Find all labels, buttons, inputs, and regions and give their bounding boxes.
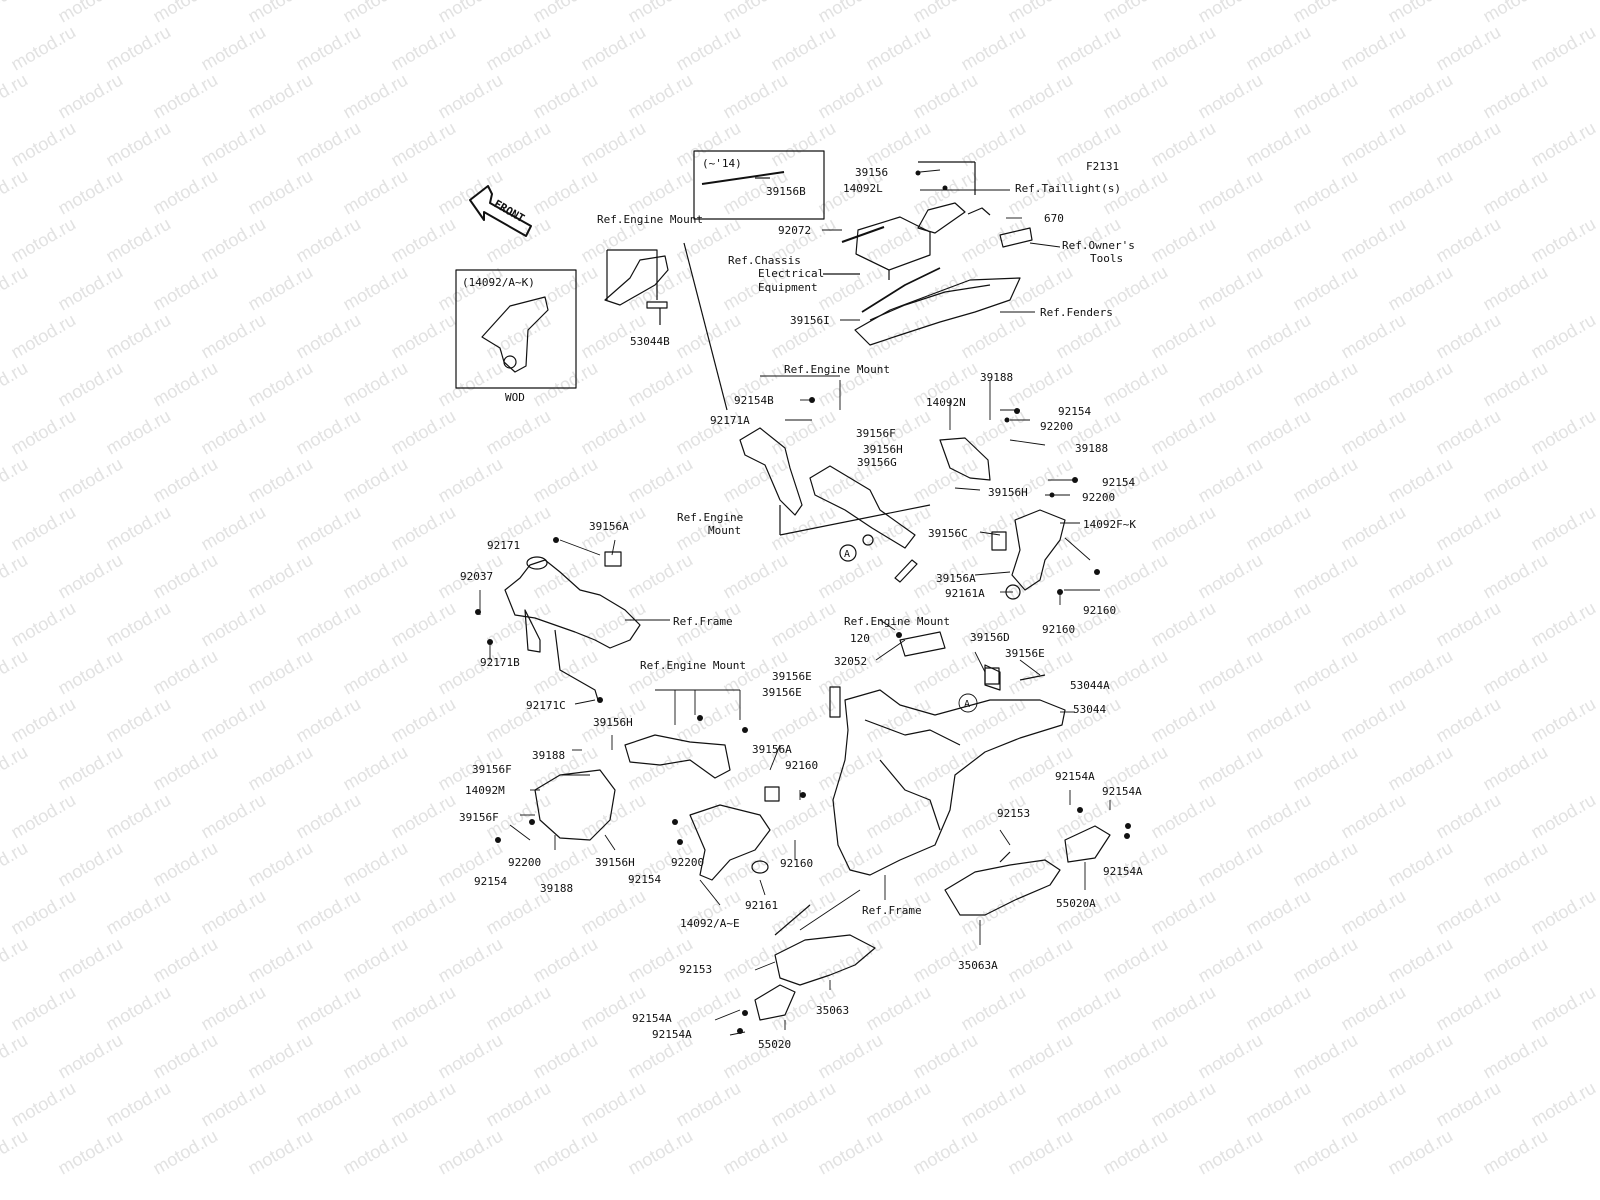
part-callout-p53044B: 53044B [630, 335, 670, 348]
part-callout-p120: 120 [850, 632, 870, 645]
part-callout-p92160b: 92160 [1083, 604, 1117, 617]
part-callout-p53044: 53044 [1073, 703, 1107, 716]
part-callout-p92171A: 92171A [710, 414, 750, 427]
part-callout-p14092L: 14092L [843, 182, 883, 195]
part-callout-p92072: 92072 [778, 224, 812, 237]
part-callout-p92154A_e: 92154A [652, 1028, 692, 1041]
circle-marker-a: A [844, 549, 850, 560]
part-callout-p92200c: 92200 [508, 856, 542, 869]
part-callout-refEngMid: Ref.Engine Mount [784, 363, 890, 376]
part-callout-p35063A: 35063A [958, 959, 998, 972]
part-callout-refEngTop: Ref.Engine Mount [597, 213, 703, 226]
part-callout-p92153b: 92153 [679, 963, 713, 976]
part-callout-p39156D: 39156D [970, 631, 1010, 644]
part-callout-p14092N: 14092N [926, 396, 966, 409]
part-callout-p92160a: 92160 [1042, 623, 1076, 636]
inset-wod-title: (14092/A~K) [462, 276, 535, 289]
part-callout-p39156A_b: 39156A [589, 520, 629, 533]
part-callout-p39156H_a: 39156H [863, 443, 903, 456]
part-callout-p39156C: 39156C [928, 527, 968, 540]
part-callout-p670: 670 [1044, 212, 1064, 225]
part-callout-refEngL2: Mount [708, 524, 742, 537]
part-callout-p92154d: 92154 [628, 873, 662, 886]
part-callout-p39156E_c: 39156E [762, 686, 802, 699]
part-callout-p39188b: 39188 [1075, 442, 1109, 455]
part-callout-refTail: Ref.Taillight(s) [1015, 182, 1121, 195]
part-callout-p92161: 92161 [745, 899, 779, 912]
part-callout-p14092M: 14092M [465, 784, 505, 797]
part-callout-p92161A: 92161A [945, 587, 985, 600]
part-callout-p53044A: 53044A [1070, 679, 1110, 692]
part-callout-refFrameA: Ref.Frame [673, 615, 733, 628]
part-callout-p92200b: 92200 [1082, 491, 1116, 504]
part-callout-refEngMount2: Ref.Engine Mount [844, 615, 950, 628]
inset-year-box [693, 150, 825, 220]
part-callout-refEngL1: Ref.Engine [677, 511, 744, 524]
inset-year-part: 39156B [766, 185, 806, 198]
part-callout-p39188a: 39188 [980, 371, 1014, 384]
part-callout-p39156H_d: 39156H [595, 856, 635, 869]
part-callout-refOwner1: Ref.Owner's [1062, 239, 1135, 252]
part-callout-p39188c: 39188 [532, 749, 566, 762]
part-callout-p92154A_c: 92154A [1103, 865, 1143, 878]
part-callout-p92154A_a: 92154A [1055, 770, 1095, 783]
circle-marker-a-2: A [964, 699, 970, 710]
part-callout-p55020A: 55020A [1056, 897, 1096, 910]
part-callout-p92154a: 92154 [1058, 405, 1092, 418]
part-callout-p39156I: 39156I [790, 314, 830, 327]
part-callout-p35063: 35063 [816, 1004, 850, 1017]
part-callout-p92154c: 92154 [474, 875, 508, 888]
inset-wod-box [455, 269, 577, 389]
part-callout-p32052: 32052 [834, 655, 868, 668]
part-callout-p92160d: 92160 [780, 857, 814, 870]
part-callout-p39156E_a: 39156E [1005, 647, 1045, 660]
part-callout-p39156F_c: 39156F [459, 811, 499, 824]
part-callout-p55020: 55020 [758, 1038, 792, 1051]
part-callout-p39188d: 39188 [540, 882, 574, 895]
part-callout-p14092AE: 14092/A~E [680, 917, 740, 930]
part-callout-refChassis1: Ref.Chassis [728, 254, 801, 267]
part-callout-p39156: 39156 [855, 166, 889, 179]
part-callout-p39156A_c: 39156A [752, 743, 792, 756]
part-callout-p92200d: 92200 [671, 856, 705, 869]
part-callout-p92171B: 92171B [480, 656, 520, 669]
part-callout-p39156E_b: 39156E [772, 670, 812, 683]
part-callout-p92154b: 92154 [1102, 476, 1136, 489]
part-callout-p92153a: 92153 [997, 807, 1031, 820]
part-callout-p39156F_b: 39156F [472, 763, 512, 776]
inset-wod-caption: WOD [505, 391, 525, 404]
part-callout-p14092FK: 14092F~K [1083, 518, 1136, 531]
part-callout-p39156H_c: 39156H [593, 716, 633, 729]
part-callout-p39156A_a: 39156A [936, 572, 976, 585]
part-callout-p92160c: 92160 [785, 759, 819, 772]
part-callout-p92154A_b: 92154A [1102, 785, 1142, 798]
part-callout-refChassis3: Equipment [758, 281, 818, 294]
inset-year-title: (~'14) [702, 157, 742, 170]
part-callout-p92171C: 92171C [526, 699, 566, 712]
front-arrow-icon: FRONT [469, 185, 532, 237]
part-callout-p92200a: 92200 [1040, 420, 1074, 433]
part-callout-refFrameB: Ref.Frame [862, 904, 922, 917]
part-callout-p92037: 92037 [460, 570, 494, 583]
part-callout-refFenders: Ref.Fenders [1040, 306, 1113, 319]
part-callout-p39156G: 39156G [857, 456, 897, 469]
part-callout-refChassis2: Electrical [758, 267, 825, 280]
part-callout-refOwner2: Tools [1090, 252, 1124, 265]
part-callout-p92171: 92171 [487, 539, 521, 552]
front-arrow-label: FRONT [492, 197, 528, 225]
part-callout-refEngMount3: Ref.Engine Mount [640, 659, 746, 672]
part-callout-p92154A_d: 92154A [632, 1012, 672, 1025]
part-callout-p39156F_a: 39156F [856, 427, 896, 440]
part-callout-p92154B: 92154B [734, 394, 774, 407]
part-callout-p39156H_b: 39156H [988, 486, 1028, 499]
diagram-id: F2131 [1086, 160, 1120, 173]
